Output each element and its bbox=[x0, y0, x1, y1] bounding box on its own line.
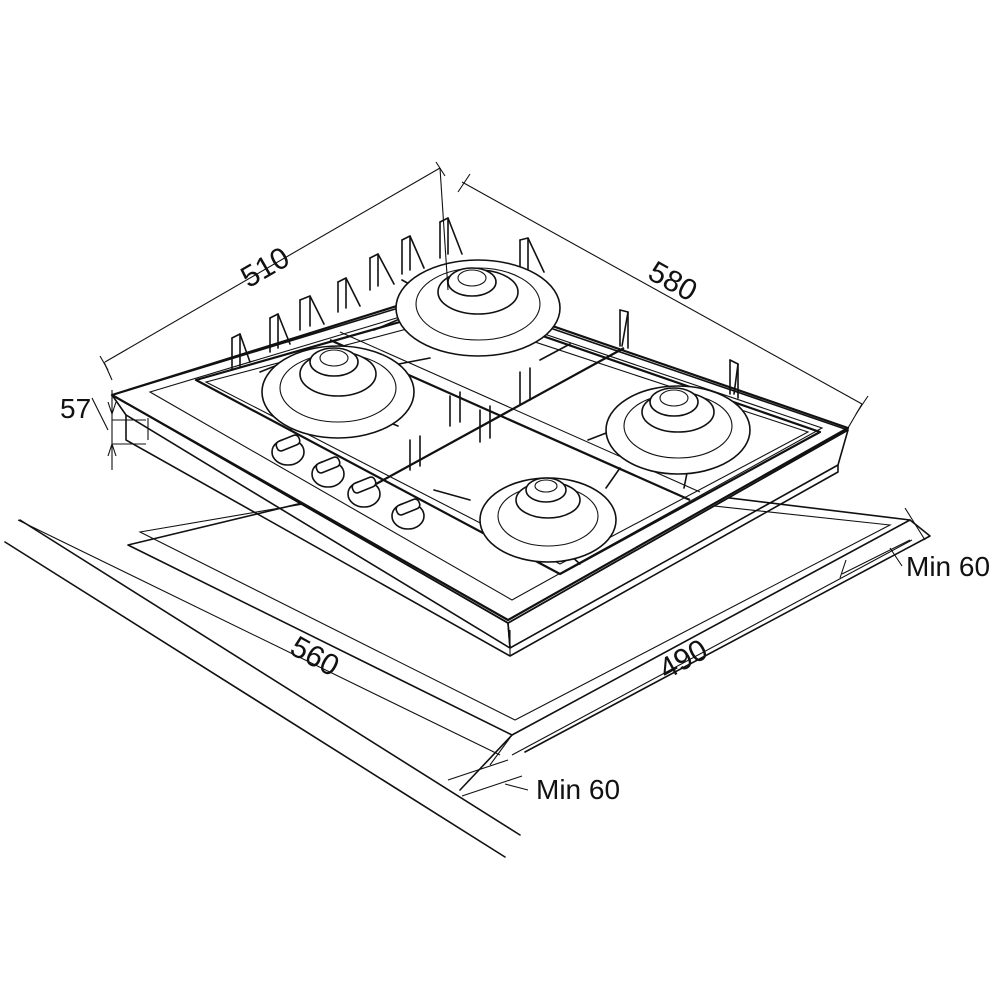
label-clearance-front: Min 60 bbox=[536, 774, 620, 805]
dim-line-cutout-width bbox=[17, 519, 501, 756]
control-knobs bbox=[271, 434, 425, 530]
knob-1 bbox=[271, 434, 305, 466]
label-height: 57 bbox=[60, 393, 91, 424]
knob-4 bbox=[391, 498, 425, 530]
pan-support-grates bbox=[194, 217, 822, 576]
burner-back-right bbox=[605, 385, 751, 475]
dim-line-height bbox=[91, 390, 146, 470]
dim-line-depth-top bbox=[461, 181, 863, 405]
dim-line-cutout-depth bbox=[511, 539, 913, 756]
burner-front-left bbox=[261, 345, 415, 439]
label-clearance-right: Min 60 bbox=[906, 551, 990, 582]
knob-2 bbox=[311, 456, 345, 488]
dim-line-width-top bbox=[104, 167, 441, 363]
burner-back-left bbox=[395, 259, 561, 357]
knob-3 bbox=[347, 476, 381, 508]
label-width-top: 510 bbox=[235, 241, 295, 295]
dim-line-clearance-front bbox=[447, 759, 529, 797]
dimension-lines bbox=[17, 161, 926, 797]
label-depth-top: 580 bbox=[643, 255, 703, 308]
burner-front-right bbox=[479, 477, 617, 563]
dim-line-clearance-right bbox=[839, 539, 911, 579]
